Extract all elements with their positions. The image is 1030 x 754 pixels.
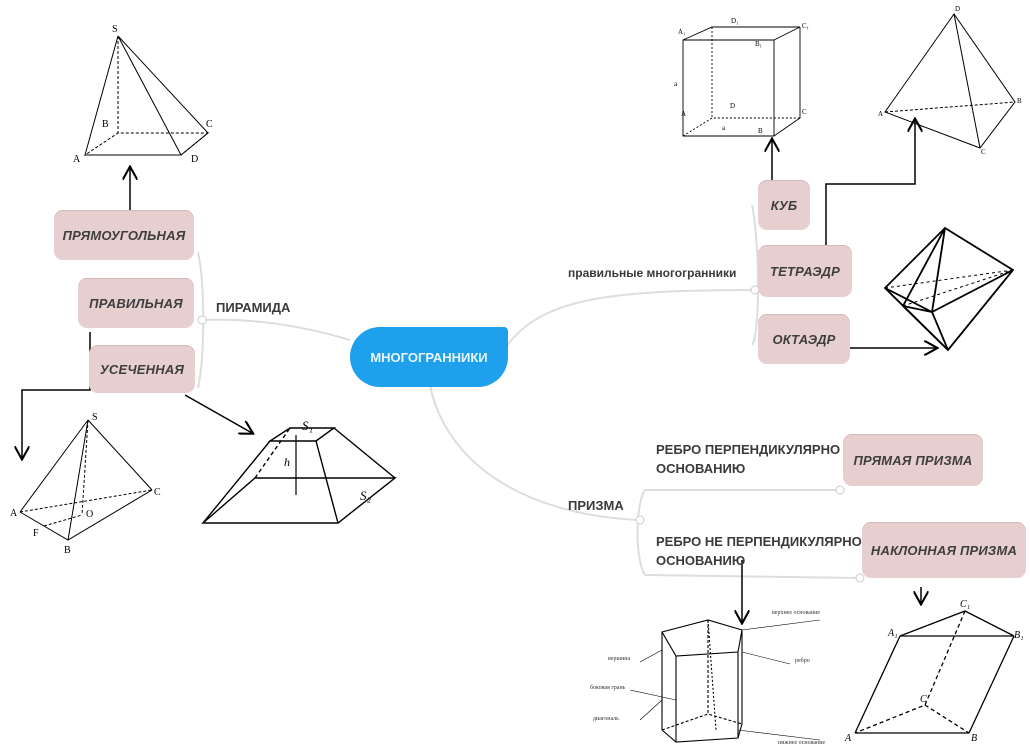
reg-pyr-O: O bbox=[86, 509, 94, 520]
oblique-A: A bbox=[845, 733, 852, 744]
rect-pyr-D: D bbox=[191, 154, 199, 165]
cube-figure bbox=[682, 26, 801, 137]
prism-part-top-base: верхнее основание bbox=[772, 610, 821, 616]
cube-D: D bbox=[730, 102, 736, 110]
cube-B1: B₁ bbox=[755, 40, 763, 48]
rect-pyr-C: C bbox=[206, 119, 213, 130]
cube-C: C bbox=[802, 108, 807, 116]
tetra-C: C bbox=[981, 148, 986, 156]
node-octahedron-label: ОКТАЭДР bbox=[772, 331, 836, 347]
node-cube[interactable]: КУБ bbox=[758, 180, 810, 230]
cube-A1: A₁ bbox=[678, 28, 686, 36]
condition-not-perpendicular: РЕБРО НЕ ПЕРПЕНДИКУЛЯРНО ОСНОВАНИЮ bbox=[656, 532, 862, 570]
regular-pyramid-figure bbox=[19, 419, 153, 541]
right-prism-dot bbox=[835, 485, 845, 495]
condition-perpendicular: РЕБРО ПЕРПЕНДИКУЛЯРНО ОСНОВАНИЮ bbox=[656, 440, 840, 478]
prism-part-diagonal: диагональ bbox=[593, 716, 619, 722]
node-regular-pyramid[interactable]: ПРАВИЛЬНАЯ bbox=[78, 278, 194, 328]
octahedron-figure bbox=[883, 226, 1015, 352]
frustum-h: h bbox=[284, 455, 290, 469]
cube-B: B bbox=[758, 127, 763, 135]
prism-part-bottom-base: нижнее основание bbox=[778, 740, 826, 746]
connectors bbox=[197, 204, 861, 579]
tetra-A: A bbox=[878, 110, 884, 118]
cube-edge-a-side: a bbox=[674, 80, 678, 88]
oblique-prism-dot bbox=[855, 573, 865, 583]
tetrahedron-figure bbox=[884, 13, 1016, 149]
prism-part-lateral-face: боковая грань bbox=[590, 685, 626, 691]
node-right-prism-label: ПРЯМАЯ ПРИЗМА bbox=[853, 452, 973, 468]
prism-part-edge: ребро bbox=[795, 658, 810, 664]
node-cube-label: КУБ bbox=[770, 197, 798, 213]
rectangular-pyramid-figure bbox=[83, 35, 210, 156]
frustum-figure bbox=[201, 427, 398, 524]
pyramid-node-dot bbox=[197, 315, 207, 325]
tetra-B: B bbox=[1017, 97, 1022, 105]
cube-C1: C₁ bbox=[802, 22, 810, 30]
oblique-C1: C₁ bbox=[960, 599, 971, 610]
reg-pyr-B: B bbox=[64, 545, 71, 556]
node-right-prism[interactable]: ПРЯМАЯ ПРИЗМА bbox=[843, 434, 983, 486]
branch-label-regular-polyhedra[interactable]: правильные многогранники bbox=[568, 266, 737, 280]
oblique-B: B bbox=[971, 733, 978, 744]
cube-A: A bbox=[681, 110, 687, 118]
center-node-polyhedra[interactable]: МНОГОГРАННИКИ bbox=[350, 327, 508, 387]
condition-not-perpendicular-line2: ОСНОВАНИЮ bbox=[656, 553, 746, 568]
node-truncated-pyramid[interactable]: УСЕЧЕННАЯ bbox=[89, 345, 195, 393]
node-octahedron[interactable]: ОКТАЭДР bbox=[758, 314, 850, 364]
condition-perpendicular-line2: ОСНОВАНИЮ bbox=[656, 461, 746, 476]
rect-pyr-A: A bbox=[73, 154, 81, 165]
node-oblique-prism-label: НАКЛОННАЯ ПРИЗМА bbox=[870, 542, 1018, 558]
frustum-S2: S₂ bbox=[360, 488, 372, 503]
frustum-S1: S₁ bbox=[302, 418, 314, 433]
cube-D1: D₁ bbox=[731, 17, 739, 25]
arrows bbox=[22, 120, 936, 622]
node-tetrahedron[interactable]: ТЕТРАЭДР bbox=[758, 245, 852, 297]
condition-perpendicular-line1: РЕБРО ПЕРПЕНДИКУЛЯРНО bbox=[656, 442, 841, 457]
tetra-D: D bbox=[955, 5, 961, 13]
branch-label-pyramid[interactable]: ПИРАМИДА bbox=[216, 300, 291, 315]
node-rectangular-pyramid[interactable]: ПРЯМОУГОЛЬНАЯ bbox=[54, 210, 194, 260]
rect-pyr-B: B bbox=[102, 119, 109, 130]
cube-edge-a-bottom: a bbox=[722, 124, 726, 132]
oblique-C: C bbox=[920, 694, 927, 705]
node-regular-label: ПРАВИЛЬНАЯ bbox=[89, 295, 183, 311]
oblique-B1: B₁ bbox=[1014, 630, 1024, 641]
node-tetrahedron-label: ТЕТРАЭДР bbox=[770, 263, 840, 279]
right-prism-figure bbox=[629, 619, 821, 743]
oblique-prism-figure bbox=[854, 610, 1015, 734]
condition-not-perpendicular-line1: РЕБРО НЕ ПЕРПЕНДИКУЛЯРНО bbox=[656, 534, 862, 549]
node-truncated-label: УСЕЧЕННАЯ bbox=[99, 361, 185, 377]
node-oblique-prism[interactable]: НАКЛОННАЯ ПРИЗМА bbox=[862, 522, 1026, 578]
branch-label-prism[interactable]: ПРИЗМА bbox=[568, 498, 624, 513]
reg-pyr-C: C bbox=[154, 487, 161, 498]
reg-pyr-S: S bbox=[92, 412, 98, 423]
node-rectangular-label: ПРЯМОУГОЛЬНАЯ bbox=[62, 227, 186, 243]
oblique-A1: A₁ bbox=[888, 628, 898, 639]
reg-pyr-F: F bbox=[33, 528, 39, 539]
center-title: МНОГОГРАННИКИ bbox=[370, 349, 488, 365]
prism-part-vertex: вершина bbox=[608, 656, 631, 662]
reg-pyr-A: A bbox=[10, 508, 18, 519]
rect-pyr-S: S bbox=[112, 24, 118, 35]
prism-node-dot bbox=[635, 515, 645, 525]
